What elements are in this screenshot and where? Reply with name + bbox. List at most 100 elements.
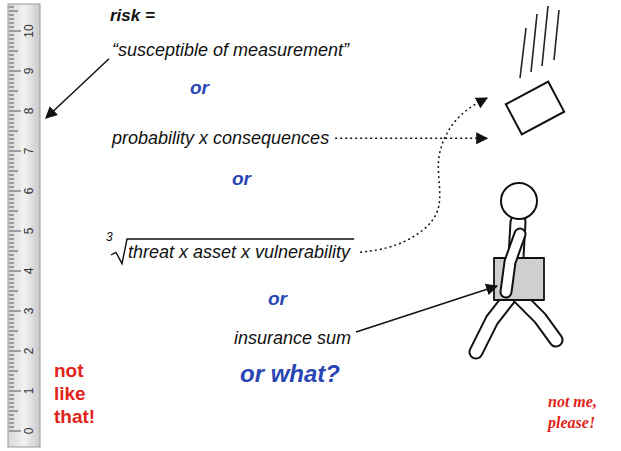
ruler-tick — [9, 363, 14, 364]
ruler-tick — [9, 119, 14, 120]
ruler-tick — [9, 47, 14, 48]
ruler-tick — [9, 79, 14, 80]
dotted-arrow — [360, 98, 487, 252]
ruler-tick — [9, 195, 14, 196]
leader-arrow — [356, 286, 497, 332]
ruler-tick — [9, 231, 21, 232]
ruler-tick — [9, 335, 14, 336]
ruler-tick — [9, 411, 18, 412]
ruler-tick — [9, 159, 14, 160]
ruler-tick — [9, 399, 14, 400]
ruler-tick — [9, 15, 14, 16]
ruler-tick — [9, 419, 14, 420]
ruler-tick — [9, 267, 14, 268]
definition-text: insurance sum — [234, 328, 351, 349]
ruler-tick — [9, 99, 14, 100]
ruler-tick — [9, 395, 14, 396]
ruler-tick — [9, 211, 18, 212]
ruler-tick — [9, 319, 14, 320]
rejection-note: not like that! — [54, 360, 106, 428]
ruler-tick — [9, 283, 14, 284]
ruler-tick — [9, 55, 14, 56]
ruler-tick — [9, 123, 14, 124]
ruler-tick — [9, 327, 14, 328]
ruler-tick — [9, 67, 14, 68]
ruler-tick — [9, 63, 14, 64]
ruler-tick — [9, 255, 14, 256]
ruler-tick — [9, 303, 14, 304]
ruler-tick — [9, 299, 14, 300]
ruler-tick — [9, 171, 18, 172]
ruler-number: 1 — [23, 388, 37, 395]
ruler-tick — [9, 35, 14, 36]
ruler-tick — [9, 423, 14, 424]
ruler-tick — [9, 87, 14, 88]
ruler-tick — [9, 391, 21, 392]
ruler-tick — [9, 95, 14, 96]
ruler-ticks — [9, 7, 21, 431]
ruler-tick — [9, 235, 14, 236]
ruler-number: 7 — [23, 148, 37, 155]
ruler-tick — [9, 111, 21, 112]
falling-box — [506, 82, 564, 135]
ruler-tick — [9, 383, 14, 384]
ruler-tick — [9, 243, 14, 244]
ruler-tick — [9, 11, 18, 12]
ruler-tick — [9, 199, 14, 200]
ruler-tick — [9, 387, 14, 388]
ruler-tick — [9, 183, 14, 184]
ruler-number: 4 — [23, 268, 37, 275]
ruler-tick — [9, 279, 14, 280]
ruler-tick — [9, 191, 21, 192]
ruler-tick — [9, 415, 14, 416]
definition-text: probability x consequences — [112, 128, 329, 149]
ruler-tick — [9, 175, 14, 176]
ruler-tick — [9, 127, 14, 128]
ruler-tick — [9, 275, 14, 276]
dotted-arrow — [335, 138, 487, 140]
ruler-tick — [9, 287, 14, 288]
ruler-tick — [9, 367, 14, 368]
motion-lines — [520, 6, 559, 78]
root-index: 3 — [106, 231, 113, 245]
ruler-tick — [9, 131, 18, 132]
ruler-tick — [9, 311, 21, 312]
ruler-tick — [9, 31, 21, 32]
ruler-tick — [9, 263, 14, 264]
ruler-tick — [9, 39, 14, 40]
definition-text: threat x asset x vulnerability — [128, 242, 350, 263]
radical-sign — [111, 239, 354, 264]
ruler-number: 6 — [23, 188, 37, 195]
ruler-tick — [9, 143, 14, 144]
ruler-tick — [9, 403, 14, 404]
ruler-tick — [9, 347, 14, 348]
ruler-tick — [9, 147, 14, 148]
ruler-tick — [9, 51, 18, 52]
ruler-tick — [9, 71, 21, 72]
ruler-tick — [9, 83, 14, 84]
ruler-tick — [9, 239, 14, 240]
ruler-number: 2 — [23, 348, 37, 355]
ruler-tick — [9, 323, 14, 324]
ruler-tick — [9, 295, 14, 296]
definition-text: “susceptible of measurement” — [112, 40, 349, 61]
ruler-tick — [9, 339, 14, 340]
or-word: or — [268, 288, 287, 310]
ruler-tick — [9, 431, 21, 432]
ruler-tick — [9, 247, 14, 248]
ruler-tick — [9, 359, 14, 360]
ruler-number: 9 — [23, 68, 37, 75]
ruler-tick — [9, 215, 14, 216]
ruler-body — [8, 4, 40, 447]
ruler-tick — [9, 139, 14, 140]
ruler-number: 5 — [23, 228, 37, 235]
ruler-tick — [9, 43, 14, 44]
or-word: or — [232, 168, 251, 190]
ruler-tick — [9, 179, 14, 180]
ruler-tick — [9, 135, 14, 136]
ruler-tick — [9, 227, 14, 228]
ruler-tick — [9, 291, 18, 292]
ruler-tick — [9, 315, 14, 316]
ruler-tick — [9, 163, 14, 164]
ruler-tick — [9, 343, 14, 344]
